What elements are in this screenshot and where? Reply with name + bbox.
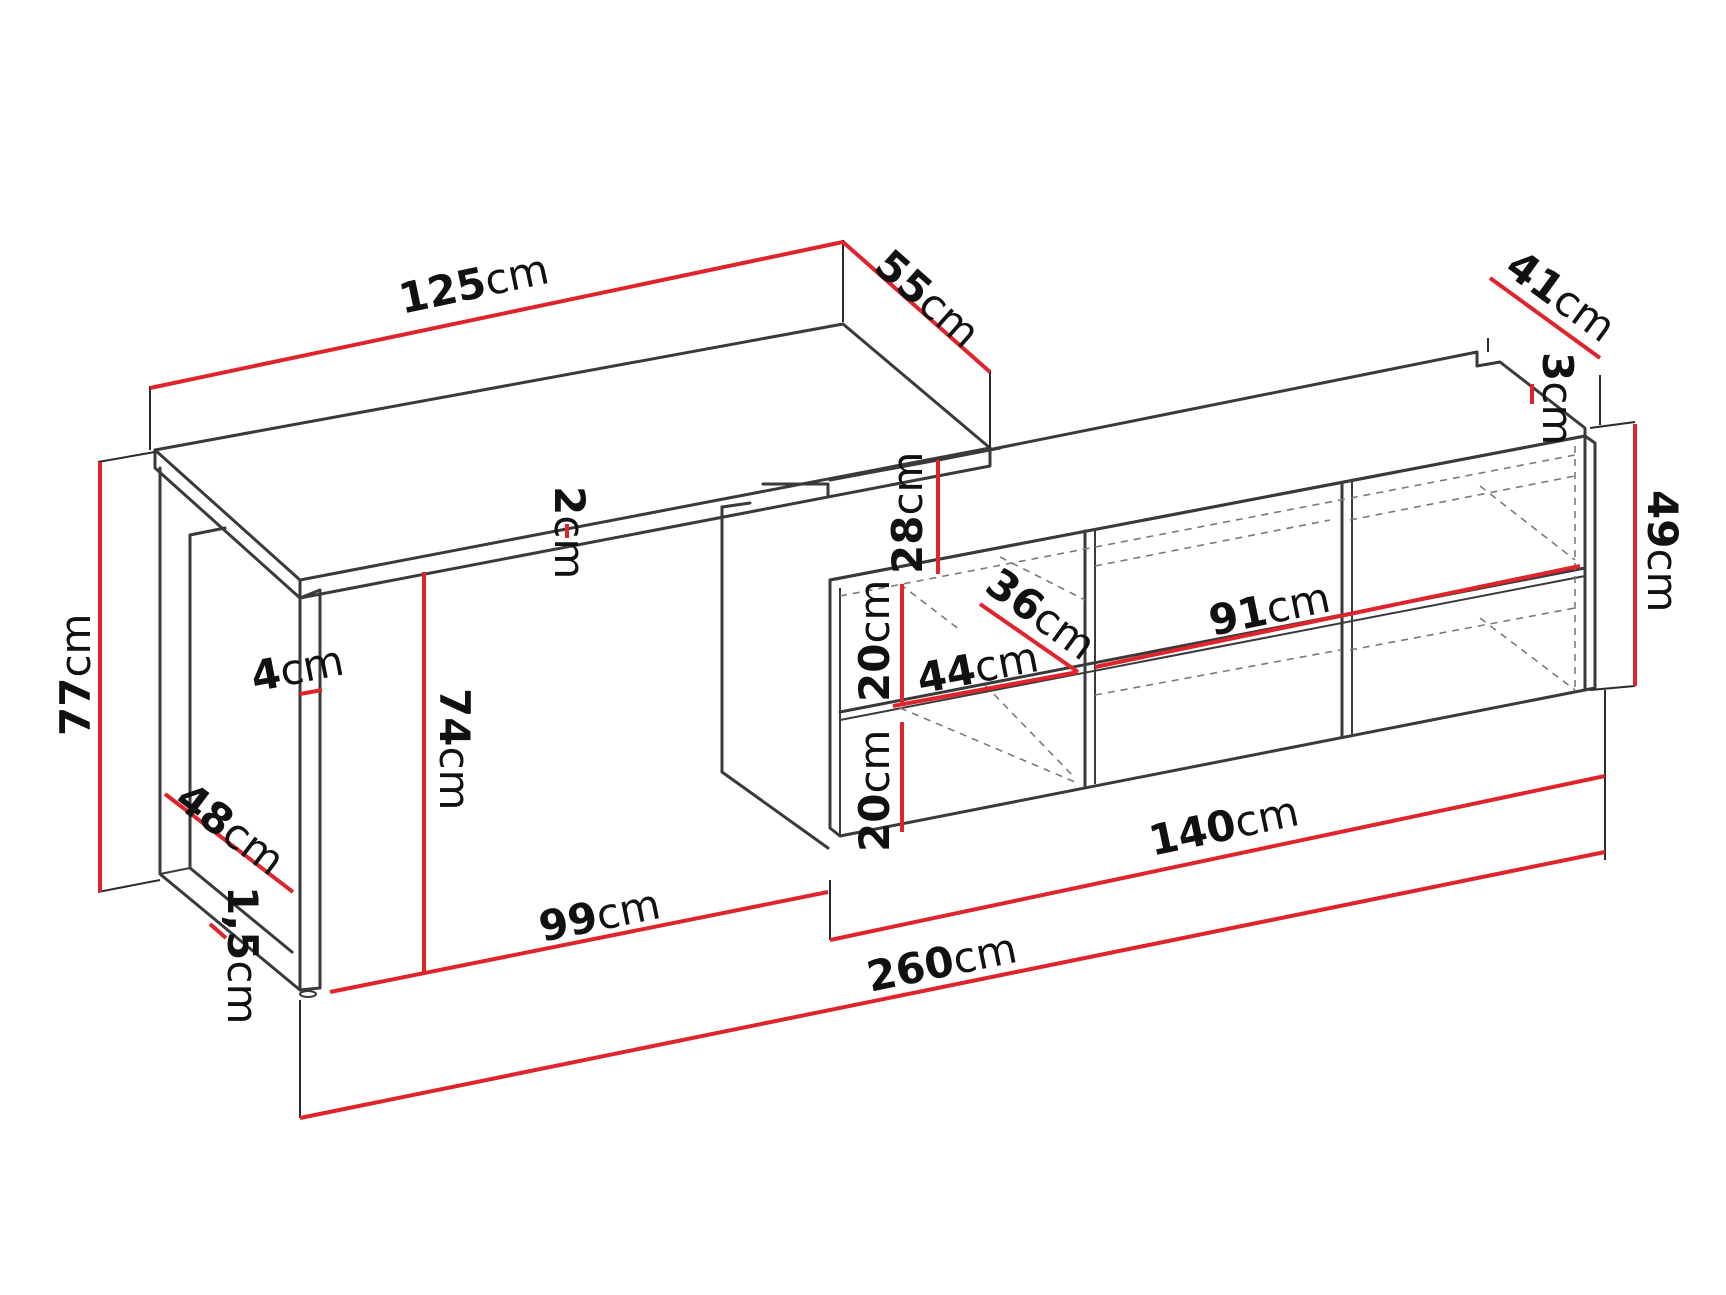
dim-line-4 bbox=[299, 688, 323, 696]
label-foot-height: 1,5cm bbox=[219, 886, 268, 1024]
label-cabinet-top-lip: 3cm bbox=[1534, 352, 1583, 445]
label-desk-height: 77cm bbox=[51, 614, 100, 736]
dimension-lines bbox=[98, 240, 1637, 1120]
label-desk-width: 125cm bbox=[394, 244, 553, 323]
extension-lines bbox=[97, 240, 1636, 1118]
label-total-length: 260cm bbox=[863, 923, 1021, 1001]
label-cabinet-offset-height: 28cm bbox=[883, 452, 932, 574]
label-cabinet-height: 49cm bbox=[1639, 490, 1688, 612]
dim-line-41 bbox=[1488, 276, 1602, 360]
label-desk-base-length: 99cm bbox=[535, 879, 665, 951]
label-cabinet-width: 140cm bbox=[1144, 786, 1303, 865]
dimension-labels: 125cm 55cm 77cm 2cm 74cm 4cm 48cm 1,5cm … bbox=[51, 239, 1688, 1024]
label-panel-thickness: 4cm bbox=[247, 635, 348, 701]
label-leg-height: 74cm bbox=[431, 688, 480, 810]
dim-line-55 bbox=[841, 240, 992, 374]
dim-line-1-5 bbox=[208, 922, 228, 940]
dim-line-99 bbox=[329, 890, 829, 994]
dim-line-125 bbox=[149, 240, 844, 390]
label-shelf-width-small: 44cm bbox=[913, 632, 1043, 703]
dim-line-48 bbox=[163, 792, 295, 894]
label-top-thickness: 2cm bbox=[546, 486, 595, 579]
label-shelf-height-lower: 20cm bbox=[850, 730, 899, 852]
dim-line-44 bbox=[892, 670, 1079, 708]
dim-line-91 bbox=[1094, 564, 1581, 669]
dim-line-140 bbox=[829, 774, 1606, 942]
dim-line-36 bbox=[978, 602, 1080, 674]
label-desk-depth: 55cm bbox=[866, 239, 990, 357]
label-shelf-width-large: 91cm bbox=[1204, 572, 1334, 645]
label-shelf-height-upper: 20cm bbox=[850, 580, 899, 702]
dim-line-260 bbox=[299, 850, 1606, 1120]
